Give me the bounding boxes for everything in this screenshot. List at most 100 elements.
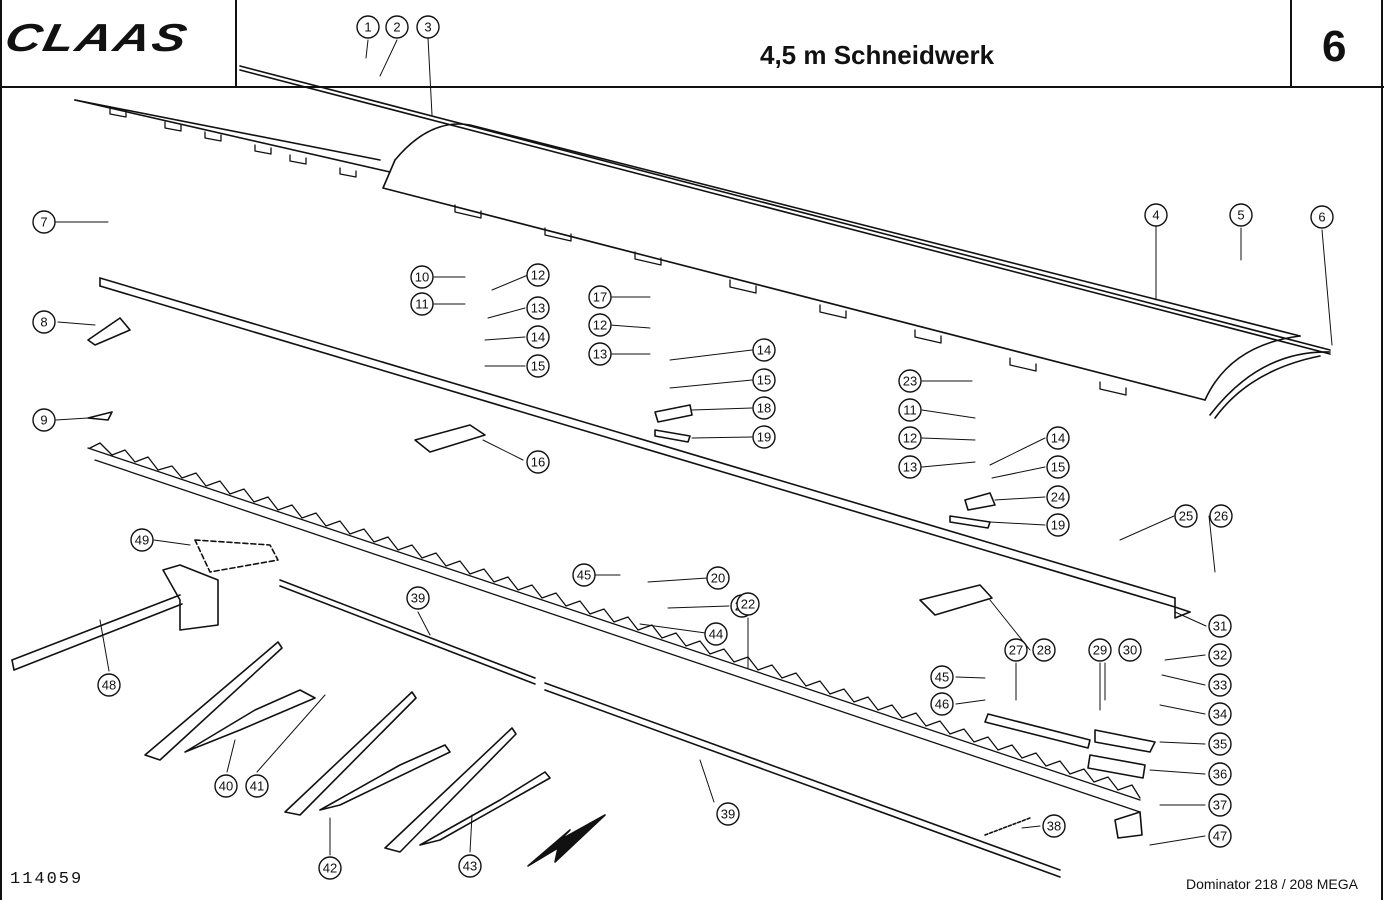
- page-title: 4,5 m Schneidwerk: [760, 40, 995, 70]
- callout-4: 4: [1144, 203, 1168, 227]
- guard-28: [919, 584, 993, 616]
- callout-label: 34: [1213, 707, 1227, 722]
- callout-label: 6: [1318, 210, 1325, 225]
- direction-arrow: [527, 814, 606, 867]
- callout-46: 46: [930, 692, 954, 716]
- cover-hood-part: [74, 65, 1331, 419]
- callout-label: 1: [364, 20, 371, 35]
- callout-label: 45: [577, 568, 591, 583]
- callout-label: 45: [935, 670, 949, 685]
- callout-label: 13: [903, 460, 917, 475]
- callout-38: 38: [1042, 814, 1066, 838]
- callout-22: 22: [736, 592, 760, 616]
- callout-label: 11: [415, 297, 429, 312]
- callout-12: 12: [526, 263, 550, 287]
- callout-label: 4: [1152, 208, 1159, 223]
- callout-16: 16: [526, 450, 550, 474]
- callout-39: 39: [406, 586, 430, 610]
- callout-31: 31: [1208, 614, 1232, 638]
- callout-label: 22: [741, 597, 755, 612]
- callout-label: 7: [40, 215, 47, 230]
- callout-1: 1: [356, 15, 380, 39]
- callout-45: 45: [930, 665, 954, 689]
- callout-label: 36: [1213, 767, 1227, 782]
- callout-label: 18: [757, 401, 771, 416]
- callout-label: 11: [903, 403, 917, 418]
- callout-label: 30: [1123, 643, 1137, 658]
- callout-34: 34: [1208, 702, 1232, 726]
- callout-18: 18: [752, 396, 776, 420]
- leader-lines: [53, 37, 1333, 856]
- callout-label: 14: [757, 343, 771, 358]
- callout-label: 29: [1093, 643, 1107, 658]
- callout-label: 5: [1237, 208, 1244, 223]
- callout-label: 33: [1213, 678, 1227, 693]
- callout-label: 19: [1051, 518, 1065, 533]
- callout-32: 32: [1208, 643, 1232, 667]
- callout-label: 46: [935, 697, 949, 712]
- callout-3: 3: [416, 15, 440, 39]
- callout-label: 38: [1047, 819, 1061, 834]
- callout-label: 48: [102, 678, 116, 693]
- cover-tabs: [109, 107, 1127, 396]
- callout-label: 39: [721, 807, 735, 822]
- callout-11: 11: [898, 398, 922, 422]
- frame-right: [1381, 0, 1383, 900]
- sheet-number: 6: [1322, 22, 1347, 71]
- part-8: [87, 317, 131, 346]
- callout-label: 15: [1051, 460, 1065, 475]
- callout-label: 10: [415, 270, 429, 285]
- callout-label: 13: [531, 301, 545, 316]
- callout-label: 47: [1213, 829, 1227, 844]
- callout-label: 3: [424, 20, 431, 35]
- callout-49: 49: [130, 528, 154, 552]
- callout-27: 27: [1004, 638, 1028, 662]
- callout-26: 26: [1209, 504, 1233, 528]
- callout-17: 17: [588, 285, 612, 309]
- callout-47: 47: [1208, 824, 1232, 848]
- callout-15: 15: [752, 368, 776, 392]
- frame-left: [0, 0, 2, 900]
- callout-label: 9: [40, 413, 47, 428]
- callout-30: 30: [1118, 638, 1142, 662]
- callout-label: 25: [1179, 509, 1193, 524]
- callout-label: 28: [1037, 643, 1051, 658]
- callout-label: 8: [40, 315, 47, 330]
- callout-label: 42: [323, 861, 337, 876]
- callout-label: 20: [711, 571, 725, 586]
- callout-13: 13: [588, 342, 612, 366]
- callout-48: 48: [97, 673, 121, 697]
- callout-label: 39: [411, 591, 425, 606]
- header-separator-left: [235, 0, 237, 86]
- callout-19: 19: [1046, 513, 1070, 537]
- callout-40: 40: [214, 774, 238, 798]
- guard-fingers: [144, 641, 551, 853]
- header-separator-right: [1290, 0, 1292, 86]
- callout-label: 27: [1009, 643, 1023, 658]
- callout-label: 12: [593, 318, 607, 333]
- callout-label: 14: [531, 330, 545, 345]
- callout-6: 6: [1310, 205, 1334, 229]
- clip-24: [964, 492, 996, 511]
- callout-10: 10: [410, 265, 434, 289]
- callout-19: 19: [752, 425, 776, 449]
- callout-8: 8: [32, 310, 56, 334]
- callout-41: 41: [245, 774, 269, 798]
- callout-label: 43: [463, 859, 477, 874]
- callout-label: 26: [1214, 509, 1228, 524]
- callout-45: 45: [572, 563, 596, 587]
- clip-19b: [949, 515, 991, 529]
- callout-label: 15: [757, 373, 771, 388]
- callout-2: 2: [385, 15, 409, 39]
- callout-label: 44: [709, 627, 723, 642]
- callout-label: 32: [1213, 648, 1227, 663]
- clip-19a: [654, 429, 691, 443]
- callout-label: 35: [1213, 737, 1227, 752]
- callout-label: 31: [1213, 619, 1227, 634]
- callout-14: 14: [752, 338, 776, 362]
- callout-29: 29: [1088, 638, 1112, 662]
- callout-33: 33: [1208, 673, 1232, 697]
- callout-label: 16: [531, 455, 545, 470]
- guard-16: [414, 424, 486, 453]
